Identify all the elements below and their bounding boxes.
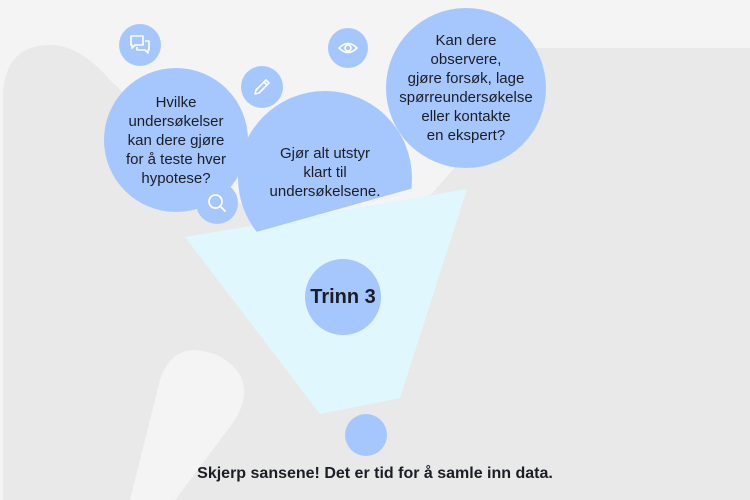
pencil-icon (254, 79, 270, 95)
bubble-right: Kan dere observere, gjøre forsøk, lage s… (386, 8, 546, 168)
pencil-bubble (241, 66, 283, 108)
caption: Skjerp sansene! Det er tid for å samle i… (197, 465, 553, 482)
search-bubble (196, 182, 238, 224)
search-icon (208, 194, 226, 212)
bubble-center-text: Gjør alt utstyr klart til undersøkelsene… (269, 145, 381, 200)
output-drop (345, 414, 387, 456)
chat-bubble (119, 24, 161, 66)
bubble-left-text: Hvilke undersøkelser kan dere gjøre for … (125, 93, 227, 187)
chat-bubbles-icon (130, 35, 150, 54)
step-circle: Trinn 3 (305, 259, 381, 335)
bubble-right-text: Kan dere observere, gjøre forsøk, lage s… (399, 32, 533, 144)
eye-icon (337, 42, 359, 54)
step-title: Trinn 3 (310, 285, 376, 308)
eye-bubble (328, 28, 368, 68)
light-tail-shape (130, 350, 244, 500)
